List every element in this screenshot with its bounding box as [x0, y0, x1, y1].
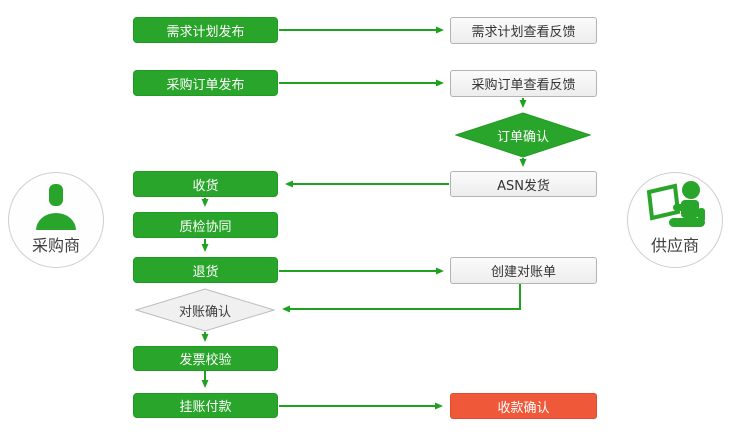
node-asn-shipment: ASN发货: [450, 171, 597, 197]
supplier-person-laptop-icon: [646, 181, 705, 227]
node-receipt-confirm: 收款确认: [450, 393, 597, 419]
buyer-label: 采购商: [31, 236, 80, 255]
order-confirm-diamond-shape: [455, 112, 591, 158]
node-create-statement: 创建对账单: [450, 257, 597, 284]
node-demand-plan-feedback: 需求计划查看反馈: [450, 17, 597, 44]
node-invoice-verify: 发票校验: [133, 346, 278, 371]
buyer-person-icon: [36, 184, 76, 230]
supplier-label: 供应商: [650, 236, 699, 255]
actor-buyer: 采购商: [8, 172, 104, 268]
actor-supplier: 供应商: [627, 172, 723, 268]
node-demand-plan-publish: 需求计划发布: [133, 17, 278, 43]
node-quality-check: 质检协同: [133, 212, 278, 238]
node-return-goods: 退货: [133, 257, 278, 283]
decision-order-confirm-label: 订单确认: [496, 129, 549, 145]
node-receive-goods: 收货: [133, 171, 278, 197]
statement-confirm-diamond-shape: [135, 288, 275, 332]
node-purchase-order-feedback: 采购订单查看反馈: [450, 70, 597, 97]
node-purchase-order-publish: 采购订单发布: [133, 70, 278, 96]
decision-order-confirm: 订单确认: [455, 112, 591, 158]
decision-statement-confirm-label: 对账确认: [178, 304, 231, 320]
node-payment: 挂账付款: [133, 393, 278, 418]
decision-statement-confirm: 对账确认: [135, 288, 275, 332]
edge-statement-to-confirm: [282, 284, 521, 313]
